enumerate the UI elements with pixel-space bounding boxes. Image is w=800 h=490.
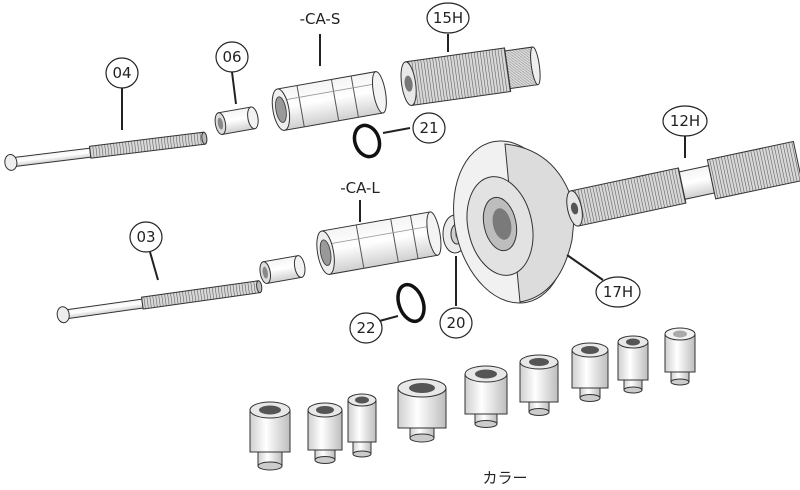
collar-5 [464,365,508,428]
label-22: 22 [356,319,375,337]
collar-1 [249,401,291,471]
collar-3 [347,393,377,458]
collet-ca-l [316,211,442,275]
label-20: 20 [446,314,465,332]
collar-7 [571,342,609,402]
label-12h: 12H [670,112,700,130]
rod-04 [4,131,208,171]
collar-2 [307,402,343,464]
collar-8 [617,335,649,394]
label-ca-s: -CA-S [300,10,341,28]
leader-lines [121,34,686,324]
collet-ca-s [271,71,387,131]
callout-12h: 12H [662,105,708,137]
callout-20: 20 [439,307,473,339]
label-03: 03 [136,228,155,246]
collar-9 [664,327,696,386]
callout-17h: 17H [595,276,641,308]
threaded-bolt-15h [400,46,541,106]
callout-15h: 15H [426,2,470,34]
callout-ca-l: -CA-L [340,179,380,197]
callout-06: 06 [215,41,249,73]
collar-set [249,327,696,471]
sleeve-lower [259,255,306,285]
callout-ca-s: -CA-S [300,10,341,28]
bell-puller-17h [453,140,576,304]
callout-03: 03 [129,221,163,253]
leader-21 [382,127,411,134]
collar-4 [397,378,447,443]
callout-04: 04 [105,57,139,89]
collar-6 [519,354,559,416]
o-ring-22 [396,282,426,324]
threaded-bolt-12h [566,140,800,227]
sleeve-06 [214,106,259,136]
leader-03 [149,251,159,281]
leader-06 [231,71,237,105]
o-ring-21 [352,123,382,159]
label-04: 04 [112,64,131,82]
label-21: 21 [419,119,438,137]
label-collar: カラー [482,469,527,487]
label-06: 06 [222,48,241,66]
label-17h: 17H [603,283,633,301]
label-ca-l: -CA-L [340,179,380,197]
leader-17h [566,254,604,281]
label-15h: 15H [433,9,463,27]
callout-22: 22 [349,312,383,344]
rod-03 [56,280,263,324]
callout-21: 21 [412,112,446,144]
